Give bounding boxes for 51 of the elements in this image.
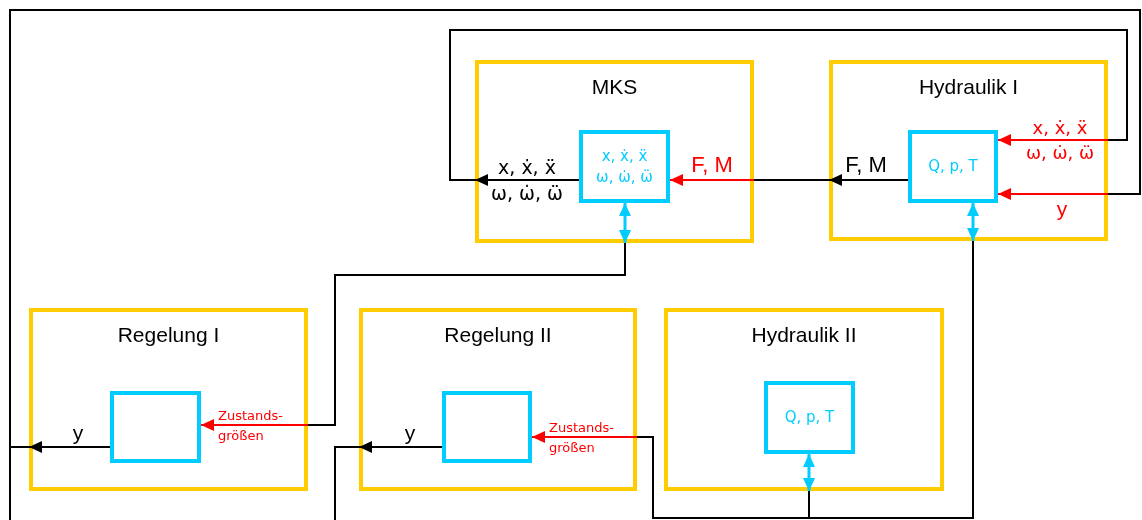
arrow (531, 431, 638, 443)
block-box (110, 391, 201, 463)
block-box (764, 381, 855, 454)
subsystem-box (475, 60, 754, 243)
connector-line (636, 436, 810, 519)
edge-label: größen (549, 441, 595, 454)
connector-line (449, 29, 1128, 181)
connector-line (334, 446, 360, 520)
edge-label: y (1056, 198, 1068, 219)
arrow (358, 441, 443, 453)
box-title: Hydraulik II (750, 322, 858, 348)
arrow (828, 174, 909, 186)
connector-line (307, 242, 626, 426)
edge-label: ω, ω̇, ω̈ (491, 184, 563, 203)
edge-label: F, M (845, 154, 887, 176)
arrow (997, 134, 1109, 146)
block-text: Q, p, T (928, 156, 978, 177)
box-title: Hydraulik I (917, 74, 1020, 100)
arrow (28, 441, 111, 453)
connector-line (9, 9, 1141, 448)
subsystem-box (29, 308, 308, 491)
block-box (442, 391, 532, 463)
edge-label: x, ẋ, ẍ (498, 158, 556, 177)
edge-label: x, ẋ, ẍ (1032, 119, 1088, 137)
arrow (997, 188, 1109, 200)
edge-label: y (72, 422, 84, 443)
block-box (908, 130, 998, 203)
edge-label: ω, ω̇, ω̈ (1025, 144, 1095, 162)
block-text: x, ẋ, ẍ (601, 145, 648, 167)
box-title: Regelung I (116, 322, 221, 348)
edge-label: Zustands- (549, 421, 614, 434)
block-text: Q, p, T (784, 407, 835, 428)
block-text: ω, ω̇, ω̈ (596, 166, 653, 188)
arrow (803, 454, 815, 491)
edge-label: Zustands- (218, 409, 283, 422)
edge-label: größen (218, 429, 264, 442)
arrow (474, 174, 580, 186)
block-box (579, 130, 670, 203)
box-title: MKS (590, 74, 639, 100)
connector-line (9, 446, 30, 520)
arrow (200, 419, 309, 431)
arrow (619, 203, 631, 243)
edge-label: F, M (691, 154, 733, 176)
arrow (669, 174, 755, 186)
subsystem-box (359, 308, 637, 491)
subsystem-box (664, 308, 944, 491)
subsystem-box (829, 60, 1108, 241)
arrow (967, 203, 979, 241)
box-title: Regelung II (443, 322, 553, 348)
connector-line (753, 179, 830, 181)
edge-label: y (404, 422, 416, 443)
